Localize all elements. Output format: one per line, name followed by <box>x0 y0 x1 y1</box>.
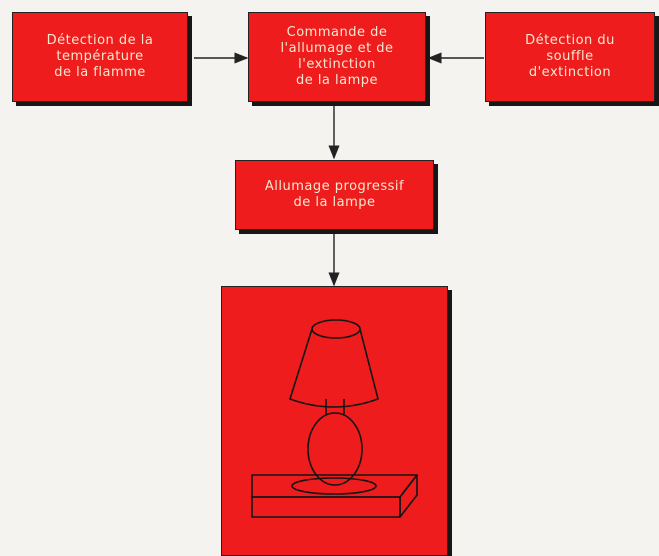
box-temperature-label: Détection de la température de la flamme <box>46 33 154 80</box>
box-souffle-label: Détection du souffle d'extinction <box>525 33 615 80</box>
box-allumage-progressif: Allumage progressif de la lampe <box>235 160 434 230</box>
table-lamp-icon <box>251 319 418 518</box>
lamp-panel <box>221 286 448 556</box>
box-command: Commande de l'allumage et de l'extinctio… <box>248 12 426 102</box>
box-command-label: Commande de l'allumage et de l'extinctio… <box>280 25 394 88</box>
box-allumage-label: Allumage progressif de la lampe <box>264 179 405 210</box>
box-souffle-detection: Détection du souffle d'extinction <box>485 12 655 102</box>
box-temperature-detection: Détection de la température de la flamme <box>12 12 188 102</box>
